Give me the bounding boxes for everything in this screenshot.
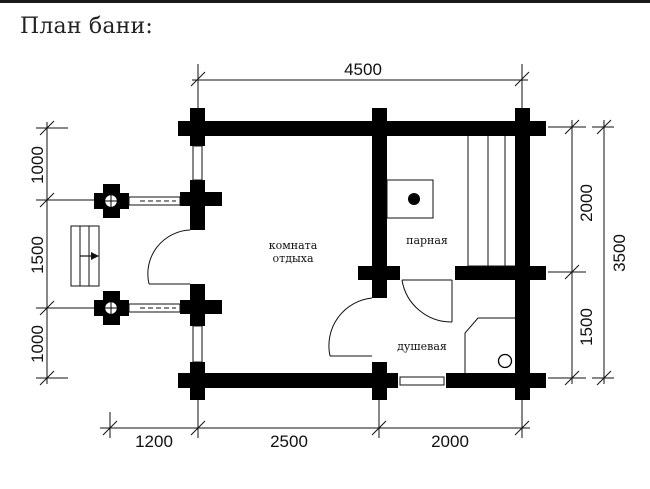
stove [386,179,434,219]
room-label-shower: душевая [397,340,447,353]
dim-left-bottom: 1000 [28,325,47,363]
dim-bottom-rest-room: 2500 [270,432,308,451]
dimension-top: 4500 [190,60,530,108]
dimension-right-inner: 2000 1500 [548,119,596,386]
dimension-left: 1000 1500 1000 [28,120,110,386]
dim-bottom-steam-room: 2000 [431,432,469,451]
room-label-steam: парная [406,234,448,247]
walls [178,108,546,400]
dim-left-middle: 1500 [28,236,47,274]
dim-right-total: 3500 [610,234,629,272]
doors [147,229,453,357]
entrance-arrow-icon [91,252,99,260]
top-border-line [0,0,650,3]
plan-title: План бани: [20,14,154,39]
dimension-right-outer: 3500 [592,119,629,386]
entrance-steps [70,225,100,287]
shower-drain-icon [497,353,513,369]
dim-bottom-porch: 1200 [135,432,173,451]
bottom-window [399,376,445,386]
dim-left-top: 1000 [28,146,47,184]
shower-fittings [464,317,515,373]
room-label-rest-2: отдыха [273,252,314,265]
dimension-bottom: 1200 2500 2000 [100,395,530,451]
stove-burner-icon [408,193,420,205]
porch [94,184,181,325]
dim-right-upper: 2000 [577,184,596,222]
left-windows [192,145,203,363]
steam-room-fittings [386,136,515,267]
room-label-rest-1: комната [269,239,318,252]
dim-top-total: 4500 [344,60,382,79]
dim-right-lower: 1500 [577,308,596,346]
